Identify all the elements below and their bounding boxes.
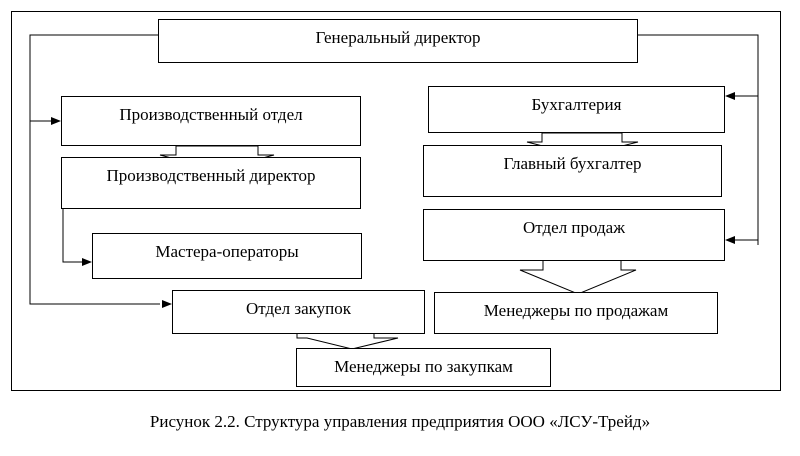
node-label: Главный бухгалтер [503, 154, 642, 173]
node-masters-operators: Мастера-операторы [92, 233, 362, 279]
connector-left-trunk [29, 34, 160, 305]
node-label: Менеджеры по продажам [483, 301, 669, 320]
figure-frame [11, 11, 781, 391]
node-purchasing-department: Отдел закупок [172, 290, 425, 334]
node-general-director: Генеральный директор [158, 19, 638, 63]
arrowhead-accounting [725, 92, 735, 100]
figure-caption: Рисунок 2.2. Структура управления предпр… [149, 412, 651, 431]
node-label: Производственный отдел [119, 105, 303, 124]
node-label: Генеральный директор [315, 28, 481, 47]
arrowhead-production [51, 117, 61, 125]
arrowhead-sales [725, 236, 735, 244]
connector-production-to-masters [62, 209, 82, 263]
arrowhead-purchasing [162, 300, 172, 308]
node-label: Бухгалтерия [531, 95, 622, 114]
block-arrow-purchasing [296, 332, 399, 350]
node-production-department: Производственный отдел [61, 96, 361, 146]
node-label: Производственный директор [106, 166, 316, 185]
block-arrow-sales [519, 258, 637, 295]
node-label: Мастера-операторы [155, 242, 299, 261]
node-label: Менеджеры по закупкам [334, 357, 513, 376]
node-sales-department: Отдел продаж [423, 209, 725, 261]
node-label: Отдел закупок [245, 299, 352, 318]
node-production-director: Производственный директор [61, 157, 361, 209]
node-purchasing-managers: Менеджеры по закупкам [296, 348, 551, 387]
connector-right-trunk [637, 34, 759, 245]
node-chief-accountant: Главный бухгалтер [423, 145, 722, 197]
node-sales-managers: Менеджеры по продажам [434, 292, 718, 334]
node-accounting: Бухгалтерия [428, 86, 725, 133]
arrowhead-masters [82, 258, 92, 266]
node-label: Отдел продаж [523, 218, 625, 237]
